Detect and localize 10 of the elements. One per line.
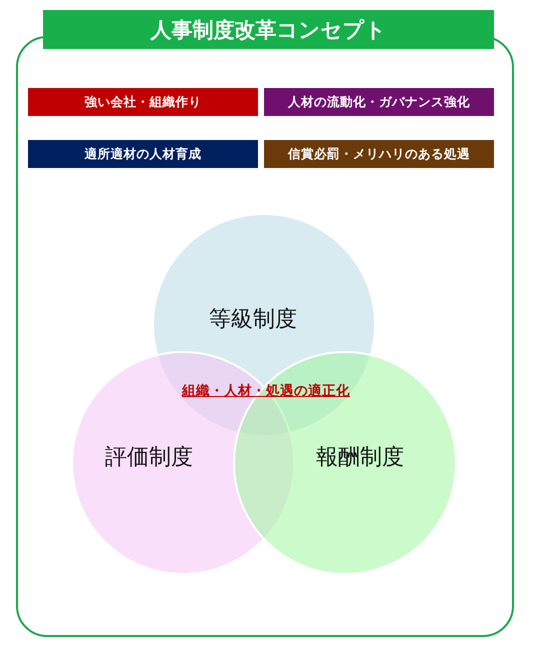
concept-frame bbox=[16, 10, 514, 637]
category-banner: 人材の流動化・ガバナンス強化 bbox=[264, 88, 494, 116]
category-banner: 強い会社・組織作り bbox=[28, 88, 258, 116]
category-banner: 信賞必罰・メリハリのある処遇 bbox=[264, 140, 494, 168]
circle-label: 評価制度 bbox=[105, 444, 193, 472]
title-banner: 人事制度改革コンセプト bbox=[43, 10, 494, 49]
circle-label: 報酬制度 bbox=[316, 444, 404, 472]
category-banner: 適所適材の人材育成 bbox=[28, 140, 258, 168]
venn-center-label: 組織・人材・処遇の適正化 bbox=[180, 382, 351, 400]
circle-label: 等級制度 bbox=[209, 306, 297, 334]
